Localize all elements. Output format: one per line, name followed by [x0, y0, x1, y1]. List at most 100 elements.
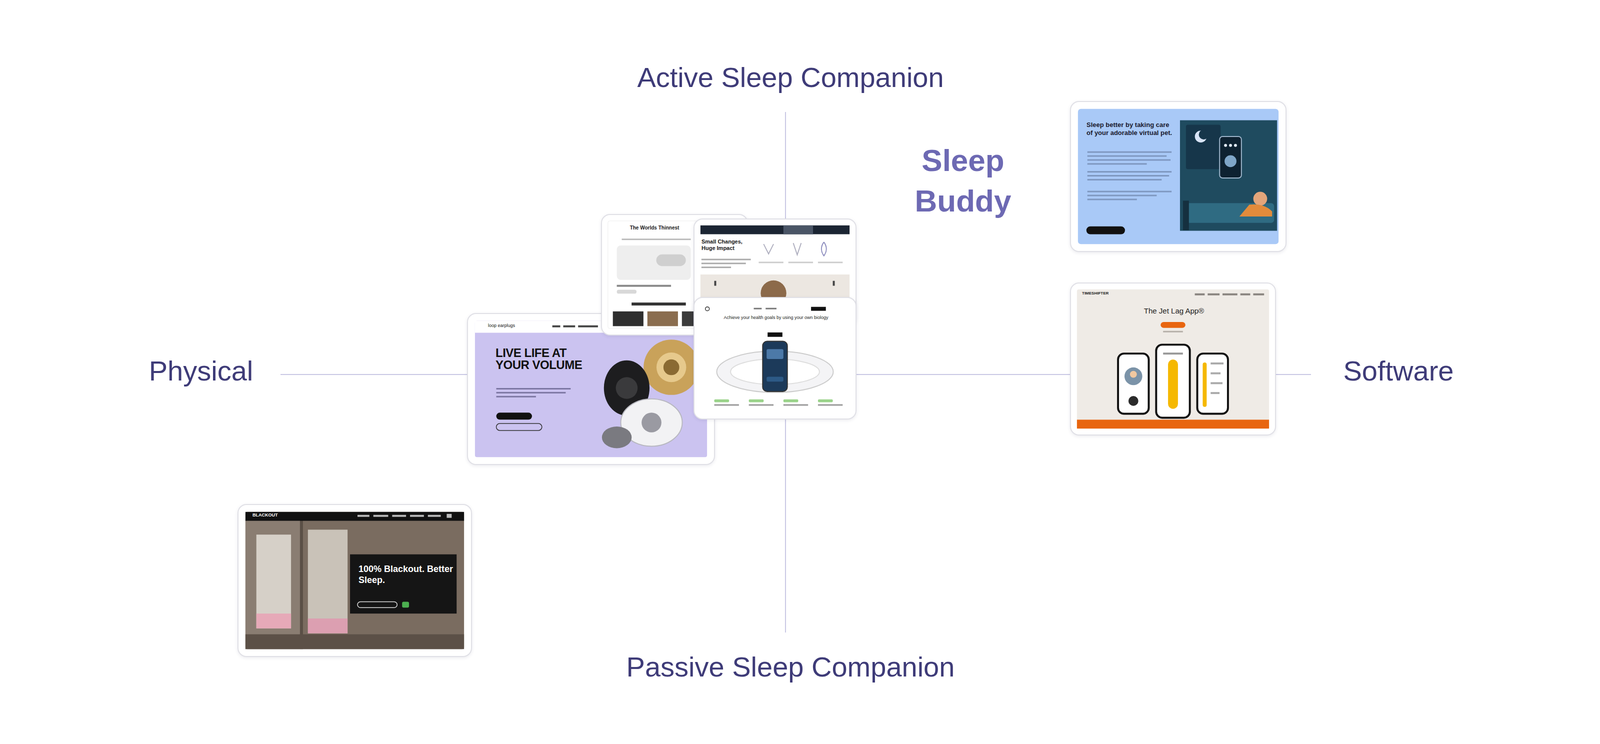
decor-shape [701, 262, 746, 264]
decor-shape [1130, 371, 1137, 378]
decor-shape [631, 302, 686, 306]
decor-shape [714, 399, 730, 403]
decor-shape [1202, 362, 1207, 407]
decor-shape [783, 404, 808, 406]
decor-shape [578, 325, 598, 328]
decor-shape [1087, 195, 1157, 197]
decor-shape [818, 404, 843, 406]
decor-shape [563, 325, 575, 328]
website-card: loop earplugsLIVE LIFE AT YOUR VOLUME [467, 313, 715, 465]
decor-shape [749, 399, 764, 403]
decor-shape [1077, 419, 1269, 429]
decor-shape [617, 289, 637, 294]
decor-shape [1078, 109, 1279, 244]
decor-shape [616, 377, 638, 399]
decor-shape [766, 376, 784, 382]
decor-shape [818, 399, 833, 403]
decor-shape [621, 238, 691, 240]
decor-shape [1087, 155, 1167, 157]
decor-shape [1156, 344, 1190, 418]
decor-shape [1087, 151, 1172, 153]
decor-shape [714, 404, 739, 406]
decor-shape [245, 512, 464, 521]
screenshot-text: Sleep better by taking care of your ador… [1086, 121, 1177, 138]
decor-shape [818, 261, 843, 263]
decor-shape [714, 281, 717, 286]
decor-shape [1197, 353, 1228, 414]
decor-shape [1239, 204, 1272, 217]
decor-shape [1199, 129, 1209, 140]
decor-shape [1087, 198, 1137, 200]
decor-shape [663, 359, 680, 376]
decor-shape [1087, 159, 1171, 161]
decor-shape [1210, 382, 1223, 384]
axis-label: Passive Sleep Companion [565, 650, 1016, 684]
decor-shape [1180, 120, 1277, 231]
decor-shape [705, 307, 710, 311]
decor-shape [1183, 203, 1274, 223]
decor-shape [643, 339, 699, 395]
decor-shape [766, 349, 784, 359]
website-card: Sleep better by taking care of your ador… [1070, 101, 1287, 252]
decor-shape [765, 308, 777, 310]
decor-shape [496, 423, 542, 431]
decor-shape [245, 634, 464, 650]
decor-shape [350, 554, 457, 614]
screenshot-timeshifter [1071, 283, 1275, 435]
decor-shape [1128, 396, 1139, 406]
decor-shape [754, 308, 762, 310]
screenshot-text: TIMESHIFTER [1082, 291, 1142, 296]
axis-label: Software [1318, 354, 1479, 388]
decor-shape [1087, 171, 1172, 173]
decor-shape [1210, 372, 1221, 375]
decor-shape [1219, 136, 1242, 178]
screenshot-blackout [238, 505, 471, 656]
screenshot-text: The Jet Lag App® [1119, 306, 1229, 316]
decor-shape [373, 515, 389, 517]
decor-shape [821, 242, 827, 256]
decor-shape [767, 332, 783, 337]
decor-shape [749, 404, 774, 406]
decor-shape [1253, 192, 1268, 206]
decor-shape [811, 307, 826, 311]
screenshot-text: 100% Blackout. Better Sleep. [358, 564, 454, 586]
axis-label: Active Sleep Companion [565, 60, 1016, 94]
decor-shape [1224, 144, 1227, 147]
screenshot-loop [468, 314, 714, 464]
decor-shape [402, 601, 409, 608]
decor-shape [1186, 124, 1221, 169]
decor-shape [647, 311, 678, 327]
decor-shape [357, 601, 397, 608]
decor-shape [763, 244, 774, 254]
decor-shape [1087, 163, 1147, 165]
decor-shape [1087, 175, 1169, 177]
decor-shape [1087, 179, 1162, 181]
screenshot-text: loop earplugs [488, 323, 543, 329]
decor-shape [656, 352, 687, 382]
decor-shape [701, 266, 731, 268]
decor-shape [392, 515, 406, 517]
decor-shape [357, 515, 370, 517]
website-card: TIMESHIFTER The Jet Lag App® [1070, 282, 1276, 436]
decor-shape [1086, 226, 1125, 235]
decor-shape [308, 618, 348, 634]
decor-shape [700, 304, 850, 413]
decor-shape [475, 321, 707, 457]
decor-shape [1222, 293, 1238, 296]
decor-shape [428, 515, 441, 517]
decor-shape [256, 613, 291, 629]
decor-shape [496, 396, 536, 398]
screenshot-text: Small Changes, Huge Impact [701, 238, 754, 252]
decor-shape [602, 426, 632, 448]
decor-shape [496, 392, 566, 394]
decor-shape [1210, 362, 1224, 365]
screenshot-text: The Worlds Thinnest [617, 225, 692, 231]
decor-shape [783, 399, 799, 403]
decor-shape [308, 529, 348, 633]
decor-shape [701, 259, 751, 261]
decor-shape [793, 243, 802, 255]
decor-shape [788, 261, 813, 263]
decor-shape [245, 520, 300, 650]
decor-shape [256, 534, 291, 629]
decor-shape [496, 412, 532, 420]
